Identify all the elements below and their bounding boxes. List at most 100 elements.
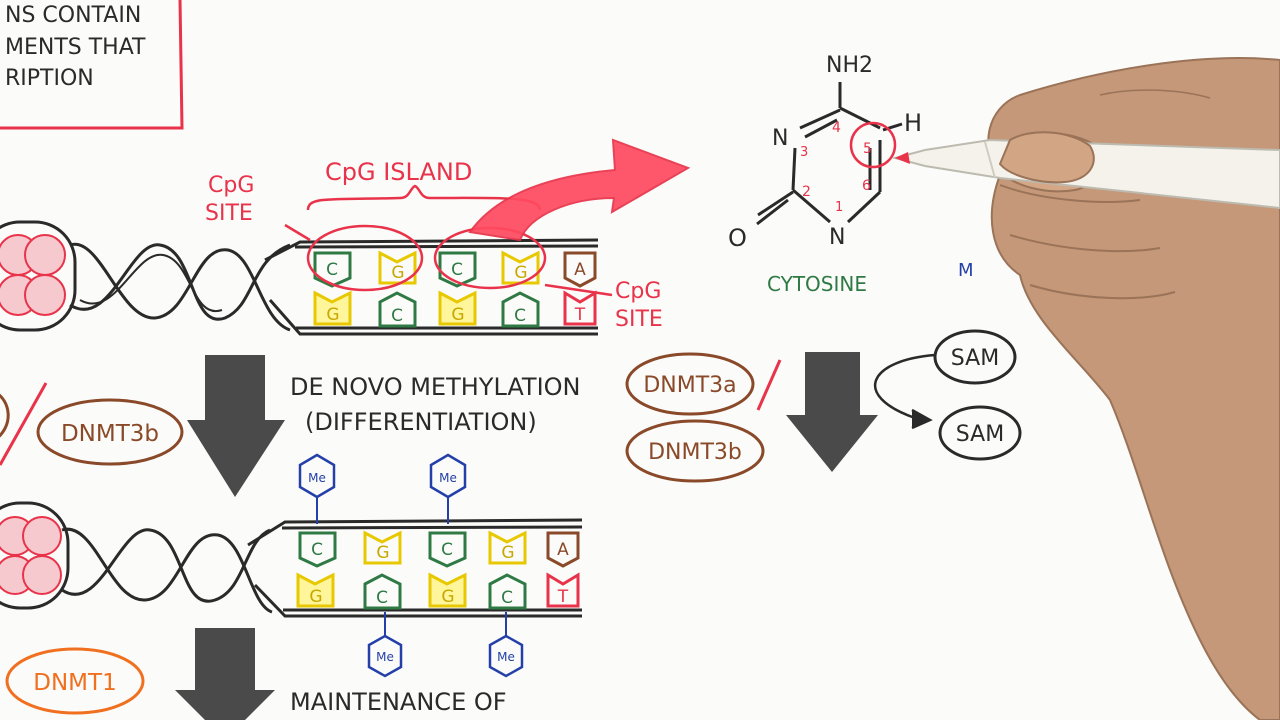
cpg-island-label: CpG ISLAND [325,158,472,186]
dnmt3a-oval-right: DNMT3a [625,352,755,416]
base-c: C [501,291,540,328]
svg-text:G: G [326,305,339,325]
n3-atom: N [772,126,788,151]
svg-text:C: C [514,306,526,326]
cpg-site-label-right-2: SITE [615,307,663,332]
svg-text:C: C [326,260,338,280]
note-line-2: MENTS THAT [5,35,146,60]
base-g: G [378,250,417,285]
svg-text:DNMT3b: DNMT3b [648,440,742,465]
svg-text:DNMT3a: DNMT3a [643,373,736,398]
double-helix-2 [61,527,273,614]
hand-with-marker [891,57,1280,720]
nh2-label: NH2 [826,53,873,78]
base-c: C [313,251,352,288]
svg-text:G: G [391,263,404,283]
dnmt1-oval: DNMT1 [5,647,145,715]
base-g: G [428,572,467,608]
svg-text:C: C [311,540,323,560]
note-line-3: RIPTION [5,66,94,91]
svg-text:Me: Me [376,650,394,664]
svg-text:C: C [451,260,463,280]
svg-text:Me: Me [497,650,515,664]
svg-text:2: 2 [802,184,811,200]
cytosine-label: CYTOSINE [767,272,867,296]
base-c: C [363,573,402,610]
base-a: A [563,251,597,288]
base-c: C [378,291,417,328]
slash-right [756,359,782,411]
svg-text:A: A [557,540,569,560]
maintenance-label: MAINTENANCE OF [290,688,507,716]
svg-text:A: A [574,260,586,280]
dnmt3a-partial-oval [0,393,10,438]
svg-text:4: 4 [832,120,841,136]
differentiation-label: (DIFFERENTIATION) [305,408,537,436]
svg-text:G: G [376,543,389,563]
dnmt3b-oval-right: DNMT3b [625,419,765,483]
note-line-1: NS CONTAIN [5,3,141,28]
svg-text:G: G [514,263,527,283]
double-helix-1 [69,242,291,332]
svg-text:G: G [309,587,322,607]
note-box: NS CONTAIN MENTS THAT RIPTION [0,0,184,130]
svg-text:C: C [441,540,453,560]
svg-text:SAM: SAM [951,346,999,371]
nucleosome-1 [0,220,77,332]
strand1-bottom-bases: G C G C T [313,290,597,328]
base-t: T [546,572,580,608]
svg-text:Me: Me [308,471,326,485]
strand2-top-bases: C G C G A [298,530,580,568]
methyl-group-bottom-1: Me [367,612,403,678]
svg-text:3: 3 [800,145,808,160]
svg-text:G: G [441,587,454,607]
dna-strand-1 [264,238,599,336]
methyl-group-bottom-2: Me [488,612,524,678]
base-g: G [313,290,352,326]
base-c: C [438,251,477,288]
cpg-site-label-right-1: CpG [615,279,661,304]
base-g: G [501,250,540,285]
svg-text:5: 5 [863,141,872,157]
svg-text:DNMT1: DNMT1 [33,670,116,696]
nucleosome-2 [0,501,70,610]
de-novo-label: DE NOVO METHYLATION [290,373,581,401]
svg-text:6: 6 [862,178,871,194]
dna-strand-2 [247,518,583,618]
svg-text:C: C [376,588,388,608]
svg-text:C: C [391,306,403,326]
svg-text:DNMT3b: DNMT3b [61,421,159,447]
cytosine-molecule: NH2 N N O H 3 4 5 6 2 1 CYTOSINE M [728,53,974,296]
methyl-group-top-1: Me [298,453,336,524]
base-g: G [363,530,402,565]
sam-oval-1: SAM [933,329,1017,385]
strand2-bottom-bases: G C G C T [296,572,580,610]
svg-text:T: T [557,587,569,607]
svg-text:Me: Me [439,471,457,485]
base-t: T [563,290,597,326]
o-atom: O [728,224,747,252]
base-c: C [428,531,467,568]
sam-curve-arrow [873,353,936,430]
base-c: C [488,573,527,610]
methyl-group-top-2: Me [429,453,467,524]
base-c: C [298,531,337,568]
svg-text:G: G [451,305,464,325]
n1-atom: N [829,225,845,250]
down-arrow-2 [175,628,275,720]
svg-text:T: T [574,305,586,325]
h-atom: H [904,109,922,137]
cpg-site-label-left-2: SITE [205,201,253,226]
base-g: G [488,530,527,565]
svg-text:G: G [501,543,514,563]
svg-text:C: C [501,588,513,608]
down-arrow-3 [786,352,878,472]
dnmt3b-oval-left: DNMT3b [36,398,184,466]
c5-highlight-circle [849,121,897,169]
svg-text:1: 1 [835,200,843,215]
sam-oval-2: SAM [938,405,1022,461]
base-g: G [296,572,335,608]
base-g: G [438,290,477,326]
